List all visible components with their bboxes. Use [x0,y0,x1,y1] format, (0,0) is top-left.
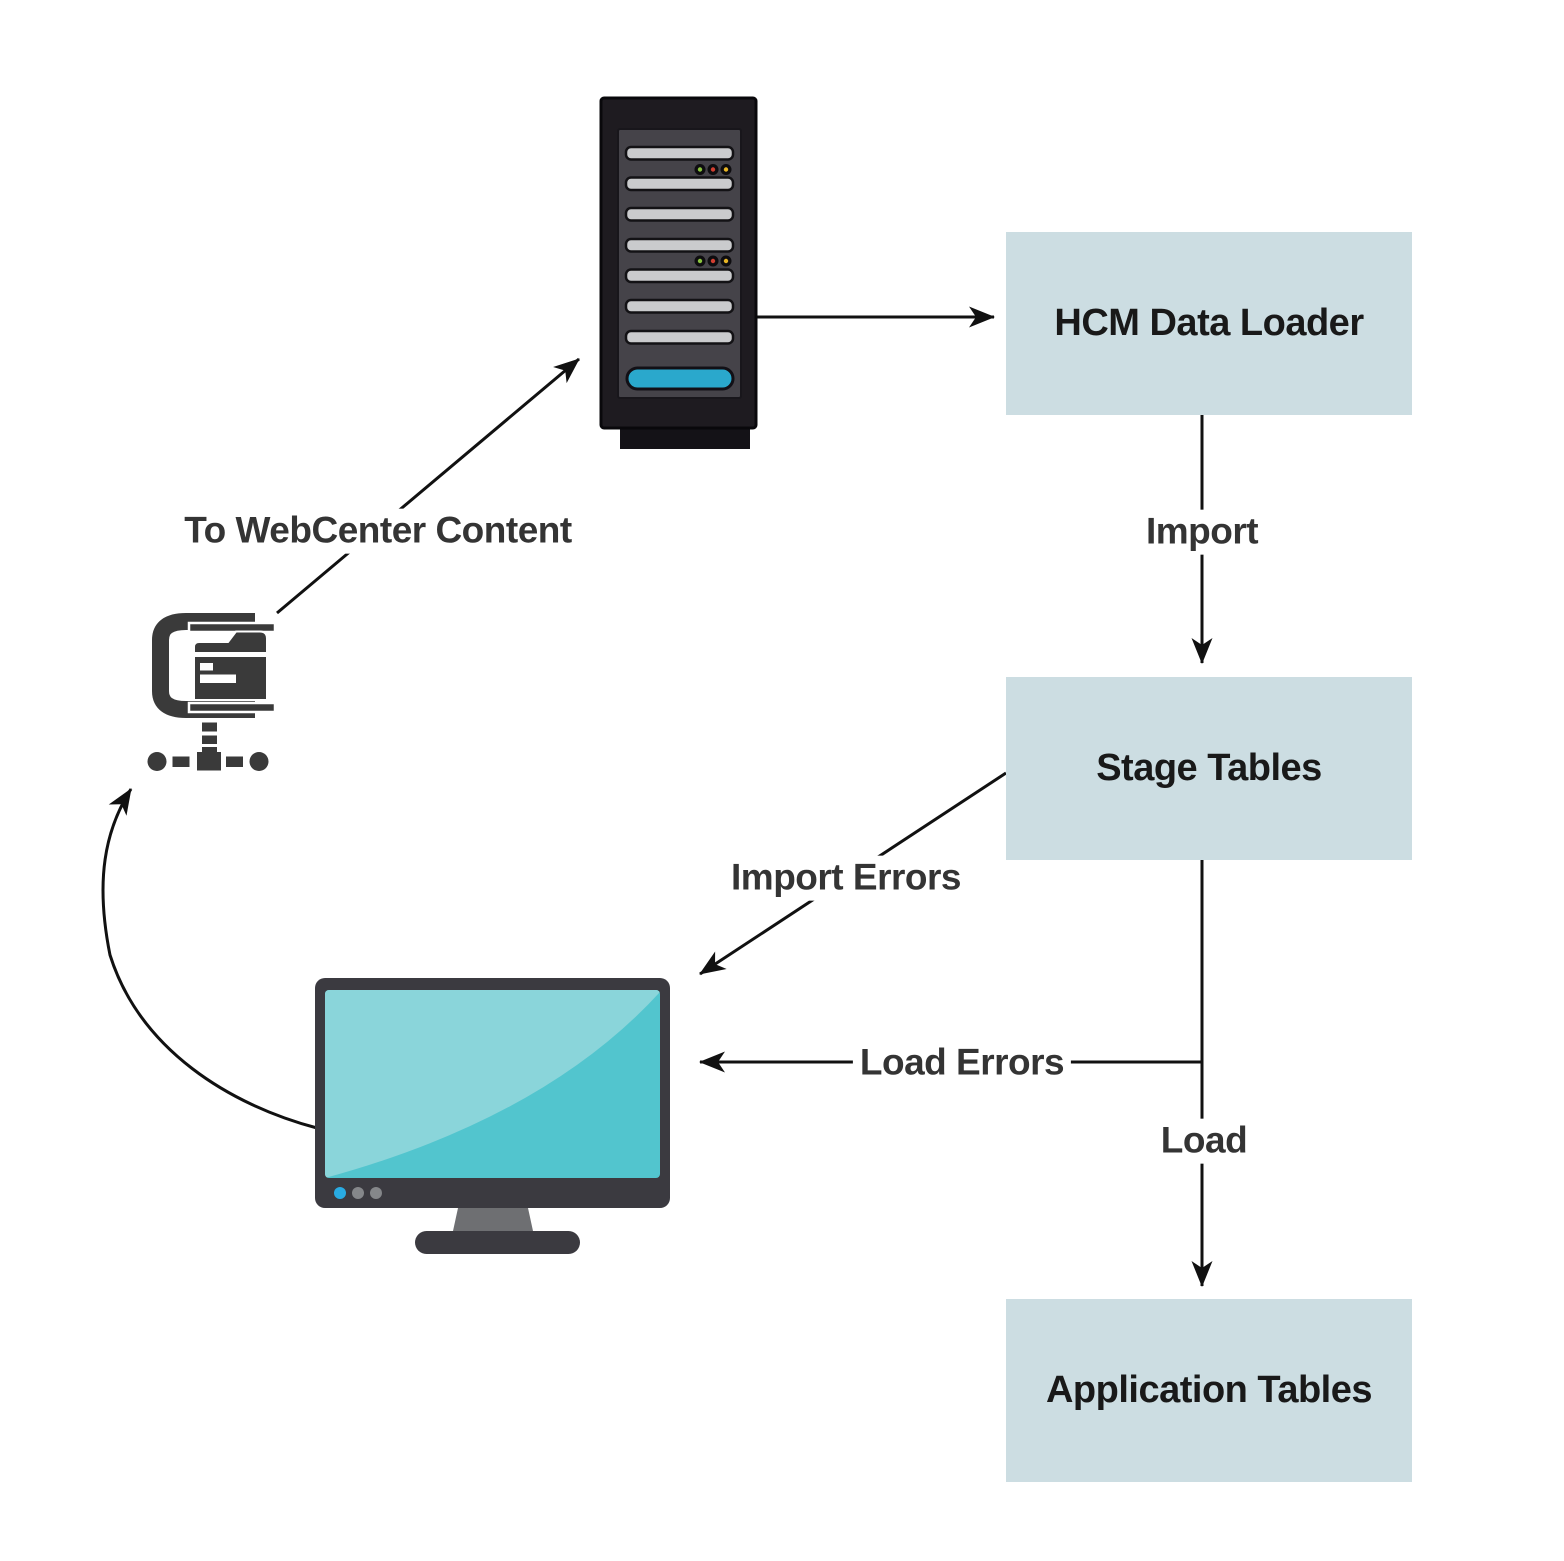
monitor-power-dot-blue [334,1187,346,1199]
node-application-tables: Application Tables [1006,1299,1412,1482]
server-drive-slots [624,145,735,345]
server-accent-bar [625,366,735,391]
server-rack-icon [599,96,758,449]
node-hcm-data-loader: HCM Data Loader [1006,232,1412,415]
server-led-lights [694,164,732,267]
edge-label-load-errors: Load Errors [852,1040,1072,1086]
edge-label-to-webcenter-content: To WebCenter Content [177,508,579,554]
node-application-tables-label: Application Tables [1045,1369,1373,1411]
webcenter-folder-icon [147,613,277,771]
arrow-monitor-to-webcenter-curve [101,788,318,1130]
monitor-dot-gray-2 [370,1187,382,1199]
node-hcm-data-loader-label: HCM Data Loader [1054,302,1364,344]
monitor-stand-base [415,1231,580,1254]
edge-label-load: Load [1153,1118,1255,1164]
folder-frame-top-bar [187,621,277,634]
edge-label-import: Import [1138,509,1266,555]
folder-tab [193,630,268,654]
desktop-monitor-icon [315,978,670,1254]
node-stage-tables: Stage Tables [1006,677,1412,860]
folder-label-line-short [200,663,213,671]
edge-label-import-errors: Import Errors [724,855,968,901]
folder-frame-bracket [152,613,255,718]
arrow-to-webcenter [276,357,580,615]
network-connector [147,722,269,771]
folder-label-line-long [200,674,236,683]
monitor-dot-gray-1 [352,1187,364,1199]
monitor-screen [325,990,660,1178]
monitor-stand-neck [453,1208,533,1231]
node-stage-tables-label: Stage Tables [1096,747,1322,789]
folder-frame-bottom-bar [187,701,277,714]
